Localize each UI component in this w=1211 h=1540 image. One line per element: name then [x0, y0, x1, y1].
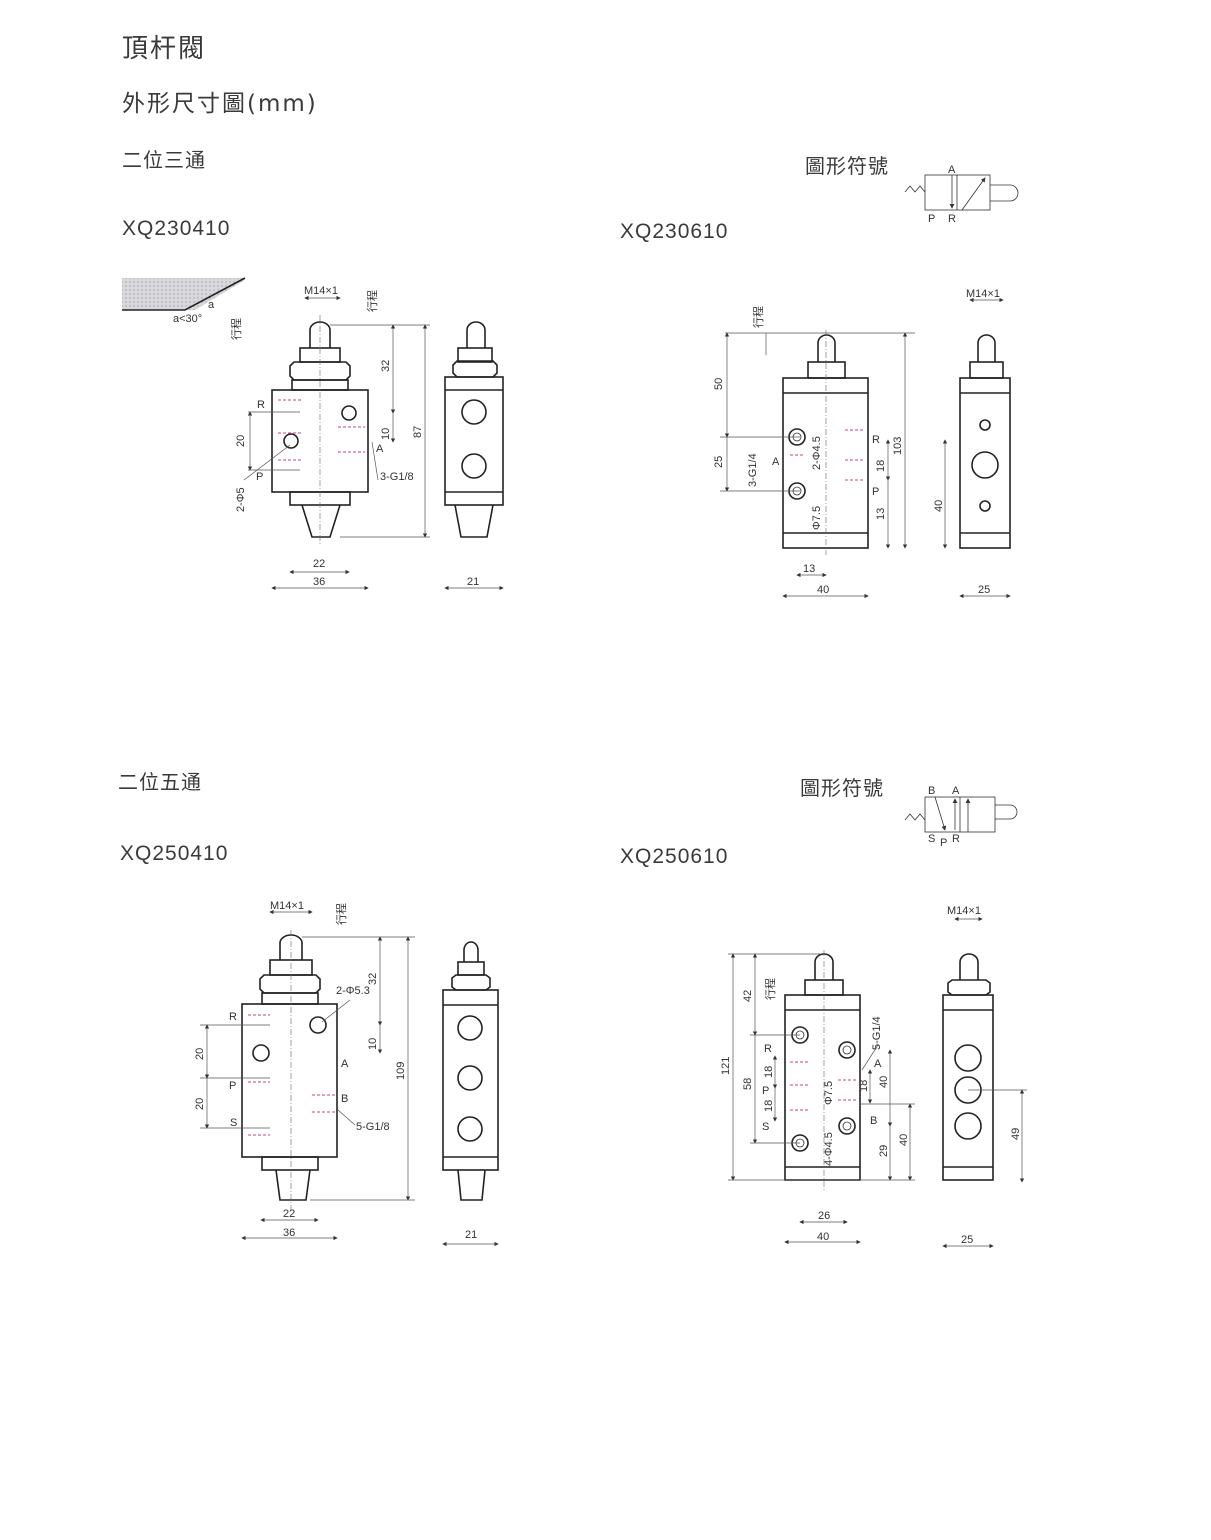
model-xq230410: XQ230410: [122, 217, 231, 240]
svg-text:P: P: [762, 1085, 769, 1097]
svg-text:32: 32: [367, 973, 379, 985]
svg-text:25: 25: [713, 456, 725, 468]
svg-text:R: R: [948, 213, 956, 225]
svg-text:R: R: [229, 1011, 237, 1023]
svg-text:121: 121: [720, 1057, 732, 1075]
svg-text:A: A: [952, 785, 960, 797]
svg-text:A: A: [341, 1058, 349, 1070]
svg-text:26: 26: [818, 1210, 830, 1222]
drawing-xq230410: a a<30° 行程 M14×1 行程: [122, 277, 504, 591]
svg-text:P: P: [940, 837, 947, 849]
model-xq250410: XQ250410: [120, 842, 229, 865]
svg-text:20: 20: [194, 1098, 206, 1110]
symbol-title-3way: 圖形符號: [805, 154, 889, 178]
svg-text:87: 87: [412, 426, 424, 438]
svg-text:P: P: [928, 213, 935, 225]
drawing-xq250410: M14×1 行程 2-Φ5.3 32 10 109 20 20 R P S A …: [194, 900, 499, 1247]
svg-text:103: 103: [892, 437, 904, 455]
svg-text:20: 20: [235, 435, 247, 447]
svg-text:36: 36: [283, 1227, 295, 1239]
svg-text:A: A: [948, 164, 956, 176]
svg-text:13: 13: [803, 563, 815, 575]
svg-text:18: 18: [875, 460, 887, 472]
svg-text:42: 42: [742, 990, 754, 1002]
svg-text:P: P: [256, 471, 263, 483]
svg-text:20: 20: [194, 1048, 206, 1060]
svg-text:A: A: [772, 456, 780, 468]
svg-text:40: 40: [898, 1134, 910, 1146]
svg-text:行程: 行程: [230, 318, 243, 340]
svg-text:21: 21: [467, 576, 479, 588]
svg-text:行程: 行程: [366, 290, 379, 312]
svg-text:10: 10: [367, 1038, 379, 1050]
svg-text:40: 40: [933, 500, 945, 512]
svg-text:2-Φ4.5: 2-Φ4.5: [811, 436, 823, 470]
svg-text:M14×1: M14×1: [304, 285, 338, 297]
svg-text:25: 25: [961, 1234, 973, 1246]
svg-text:10: 10: [380, 428, 392, 440]
svg-text:3-G1/4: 3-G1/4: [747, 453, 759, 487]
svg-text:18: 18: [763, 1100, 775, 1112]
svg-text:B: B: [341, 1093, 348, 1105]
svg-text:P: P: [872, 486, 879, 498]
symbol-title-5way: 圖形符號: [800, 776, 884, 800]
svg-text:13: 13: [875, 508, 887, 520]
svg-text:4-Φ4.5: 4-Φ4.5: [823, 1132, 835, 1166]
svg-text:22: 22: [283, 1208, 295, 1220]
svg-text:3-G1/8: 3-G1/8: [380, 471, 414, 483]
valve-symbol-3way: A P R: [904, 164, 1019, 225]
svg-text:40: 40: [817, 1231, 829, 1243]
svg-text:50: 50: [713, 378, 725, 390]
svg-text:A: A: [874, 1058, 882, 1070]
svg-text:18: 18: [858, 1080, 870, 1092]
svg-text:22: 22: [313, 558, 325, 570]
svg-text:M14×1: M14×1: [966, 288, 1000, 300]
svg-text:B: B: [928, 785, 935, 797]
svg-text:M14×1: M14×1: [270, 900, 304, 912]
svg-text:B: B: [870, 1115, 877, 1127]
svg-text:Φ7.5: Φ7.5: [811, 506, 823, 530]
svg-text:5-G1/4: 5-G1/4: [871, 1016, 883, 1050]
svg-text:40: 40: [878, 1076, 890, 1088]
svg-text:2-Φ5: 2-Φ5: [235, 487, 247, 512]
svg-text:109: 109: [395, 1062, 407, 1080]
svg-text:49: 49: [1010, 1128, 1022, 1140]
svg-text:25: 25: [978, 584, 990, 596]
svg-text:58: 58: [742, 1078, 754, 1090]
page-title: 頂杆閥: [122, 34, 207, 64]
svg-text:行程: 行程: [335, 903, 348, 925]
svg-text:32: 32: [380, 360, 392, 372]
svg-text:21: 21: [465, 1229, 477, 1241]
svg-text:行程: 行程: [764, 978, 777, 1000]
svg-text:M14×1: M14×1: [947, 905, 981, 917]
svg-text:2-Φ5.3: 2-Φ5.3: [336, 985, 370, 997]
svg-text:36: 36: [313, 576, 325, 588]
svg-text:S: S: [230, 1117, 237, 1129]
valve-symbol-5way: B A S P R: [904, 785, 1018, 849]
svg-text:R: R: [257, 399, 265, 411]
model-xq230610: XQ230610: [620, 220, 729, 243]
drawing-xq230610: M14×1 行程 50 25 3-G1/4 2-Φ4.5 Φ7.5 A R P …: [713, 288, 1011, 599]
svg-text:行程: 行程: [752, 306, 765, 328]
svg-text:P: P: [229, 1080, 236, 1092]
model-xq250610: XQ250610: [620, 845, 729, 868]
svg-text:18: 18: [763, 1066, 775, 1078]
svg-text:29: 29: [878, 1145, 890, 1157]
section-title-3way: 二位三通: [122, 148, 206, 172]
svg-text:R: R: [872, 434, 880, 446]
svg-text:5-G1/8: 5-G1/8: [356, 1121, 390, 1133]
svg-text:a<30°: a<30°: [173, 313, 202, 325]
svg-text:A: A: [376, 443, 384, 455]
svg-text:S: S: [762, 1121, 769, 1133]
page-subtitle: 外形尺寸圖(mm): [122, 91, 318, 117]
svg-text:S: S: [928, 833, 935, 845]
svg-text:Φ7.5: Φ7.5: [823, 1081, 835, 1105]
section-title-5way: 二位五通: [118, 770, 202, 794]
drawing-xq250610: M14×1 行程 121 42 58 18 18 R P S A B 5-G1/…: [720, 905, 1027, 1249]
svg-text:R: R: [764, 1043, 772, 1055]
svg-text:R: R: [952, 833, 960, 845]
svg-text:40: 40: [817, 584, 829, 596]
svg-text:a: a: [208, 299, 215, 311]
